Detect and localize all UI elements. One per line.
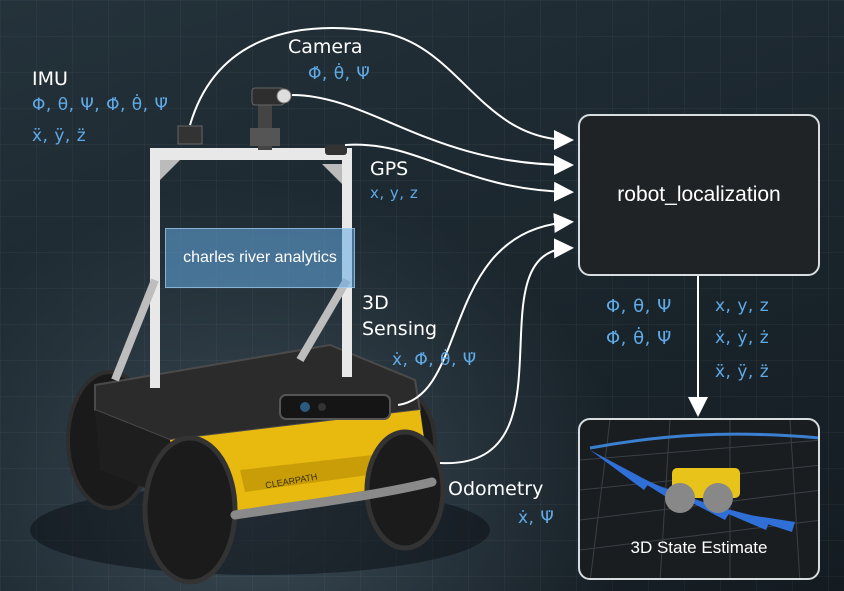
imu-vars-line1: Φ, θ, Ψ, Φ̇, θ̇, Ψ̇ bbox=[32, 95, 169, 115]
wire-gps bbox=[344, 143, 574, 202]
wire-imu bbox=[189, 27, 574, 150]
robot-localization-label: robot_localization bbox=[617, 183, 781, 206]
output-position-line3: ẍ, ÿ, z̈ bbox=[715, 362, 770, 382]
state-estimate-visual bbox=[580, 420, 818, 578]
gps-antenna bbox=[325, 145, 347, 155]
output-orientation-line1: Φ, θ, Ψ bbox=[606, 296, 672, 317]
output-position-line2: ẋ, ẏ, ż bbox=[715, 328, 770, 348]
depth-sensor bbox=[279, 394, 391, 420]
robot-localization-node: robot_localization bbox=[578, 114, 820, 276]
state-estimate-panel: 3D State Estimate bbox=[578, 418, 820, 580]
wheel-front-left bbox=[142, 435, 238, 585]
state-estimate-label: 3D State Estimate bbox=[630, 538, 768, 557]
odometry-vars: ẋ, Ψ̇ bbox=[518, 508, 555, 528]
robot-banner: charles river analytics bbox=[165, 228, 355, 288]
sensing3d-vars: ẋ, Φ̇, θ̇, Ψ̇ bbox=[392, 350, 477, 370]
imu-label: IMU bbox=[32, 68, 68, 90]
camera-label: Camera bbox=[288, 36, 363, 58]
sensing3d-label-line2: Sensing bbox=[362, 318, 438, 340]
output-position-line1: x, y, z bbox=[715, 296, 770, 316]
odometry-label: Odometry bbox=[448, 478, 544, 500]
robot-model-wheel-2 bbox=[703, 483, 733, 513]
wire-camera bbox=[291, 94, 574, 175]
frame-top-bar bbox=[150, 148, 352, 160]
output-orientation-line2: Φ̇, θ̇, Ψ̇ bbox=[606, 328, 672, 349]
wire-3d-sensing bbox=[397, 213, 574, 406]
robot-model-wheel-1 bbox=[665, 483, 695, 513]
wire-odometry bbox=[439, 238, 574, 465]
imu-box bbox=[177, 125, 203, 145]
camera-vars: Φ̇, θ̇, Ψ̇ bbox=[308, 64, 371, 84]
trajectory-path bbox=[589, 432, 818, 450]
gps-vars: x, y, z bbox=[370, 184, 419, 202]
sensing3d-label-line1: 3D bbox=[362, 292, 389, 314]
robot-banner-text: charles river analytics bbox=[183, 249, 337, 266]
gps-label: GPS bbox=[370, 158, 409, 180]
frame-post-left bbox=[150, 148, 160, 388]
imu-vars-line2: ẍ, ÿ, z̈ bbox=[32, 126, 87, 146]
bumper bbox=[230, 477, 437, 520]
